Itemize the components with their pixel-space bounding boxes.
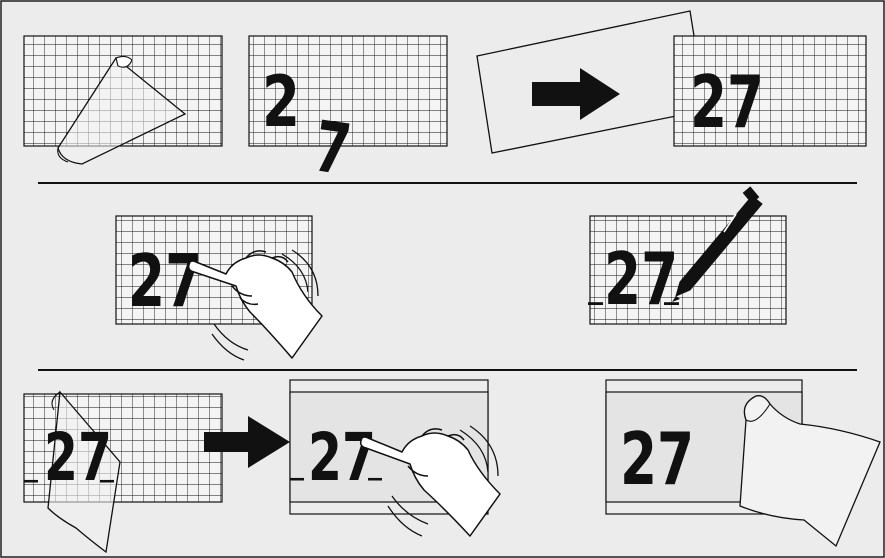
digit-2: 2	[262, 61, 300, 142]
hand-pointer-icon	[187, 250, 323, 359]
number-27-final: 27	[620, 417, 694, 501]
step9-final-27: 27	[605, 379, 881, 548]
hand-pointer-icon-2	[359, 428, 501, 537]
step7-grid-peel: 27 _ _	[23, 390, 223, 554]
number-27-pen: 27	[604, 237, 678, 321]
arrow-right-icon-2	[204, 416, 290, 468]
step2-grid-separate-digits: 2 7	[248, 35, 448, 192]
number-27-rub: 27	[128, 239, 202, 323]
underline-mark-right-3: _	[368, 448, 382, 481]
underline-mark-left: _	[588, 271, 603, 306]
step6-grid-pen: 27 _ _	[588, 215, 787, 325]
arrow-right-icon	[532, 68, 620, 120]
underline-mark-right: _	[664, 271, 679, 306]
motion-lines-2	[387, 425, 499, 537]
underline-mark-right-2: _	[100, 450, 114, 483]
motion-lines	[211, 249, 319, 361]
step4-grid-27: 27	[673, 35, 867, 147]
step1-grid-with-film	[23, 35, 223, 165]
underline-mark-left-3: _	[290, 448, 304, 481]
number-27-partial: 27	[44, 419, 112, 496]
number-27: 27	[690, 60, 764, 144]
pen-icon	[672, 186, 763, 302]
underline-mark-left-2: _	[24, 450, 38, 483]
number-27-tape: 27	[308, 419, 376, 496]
